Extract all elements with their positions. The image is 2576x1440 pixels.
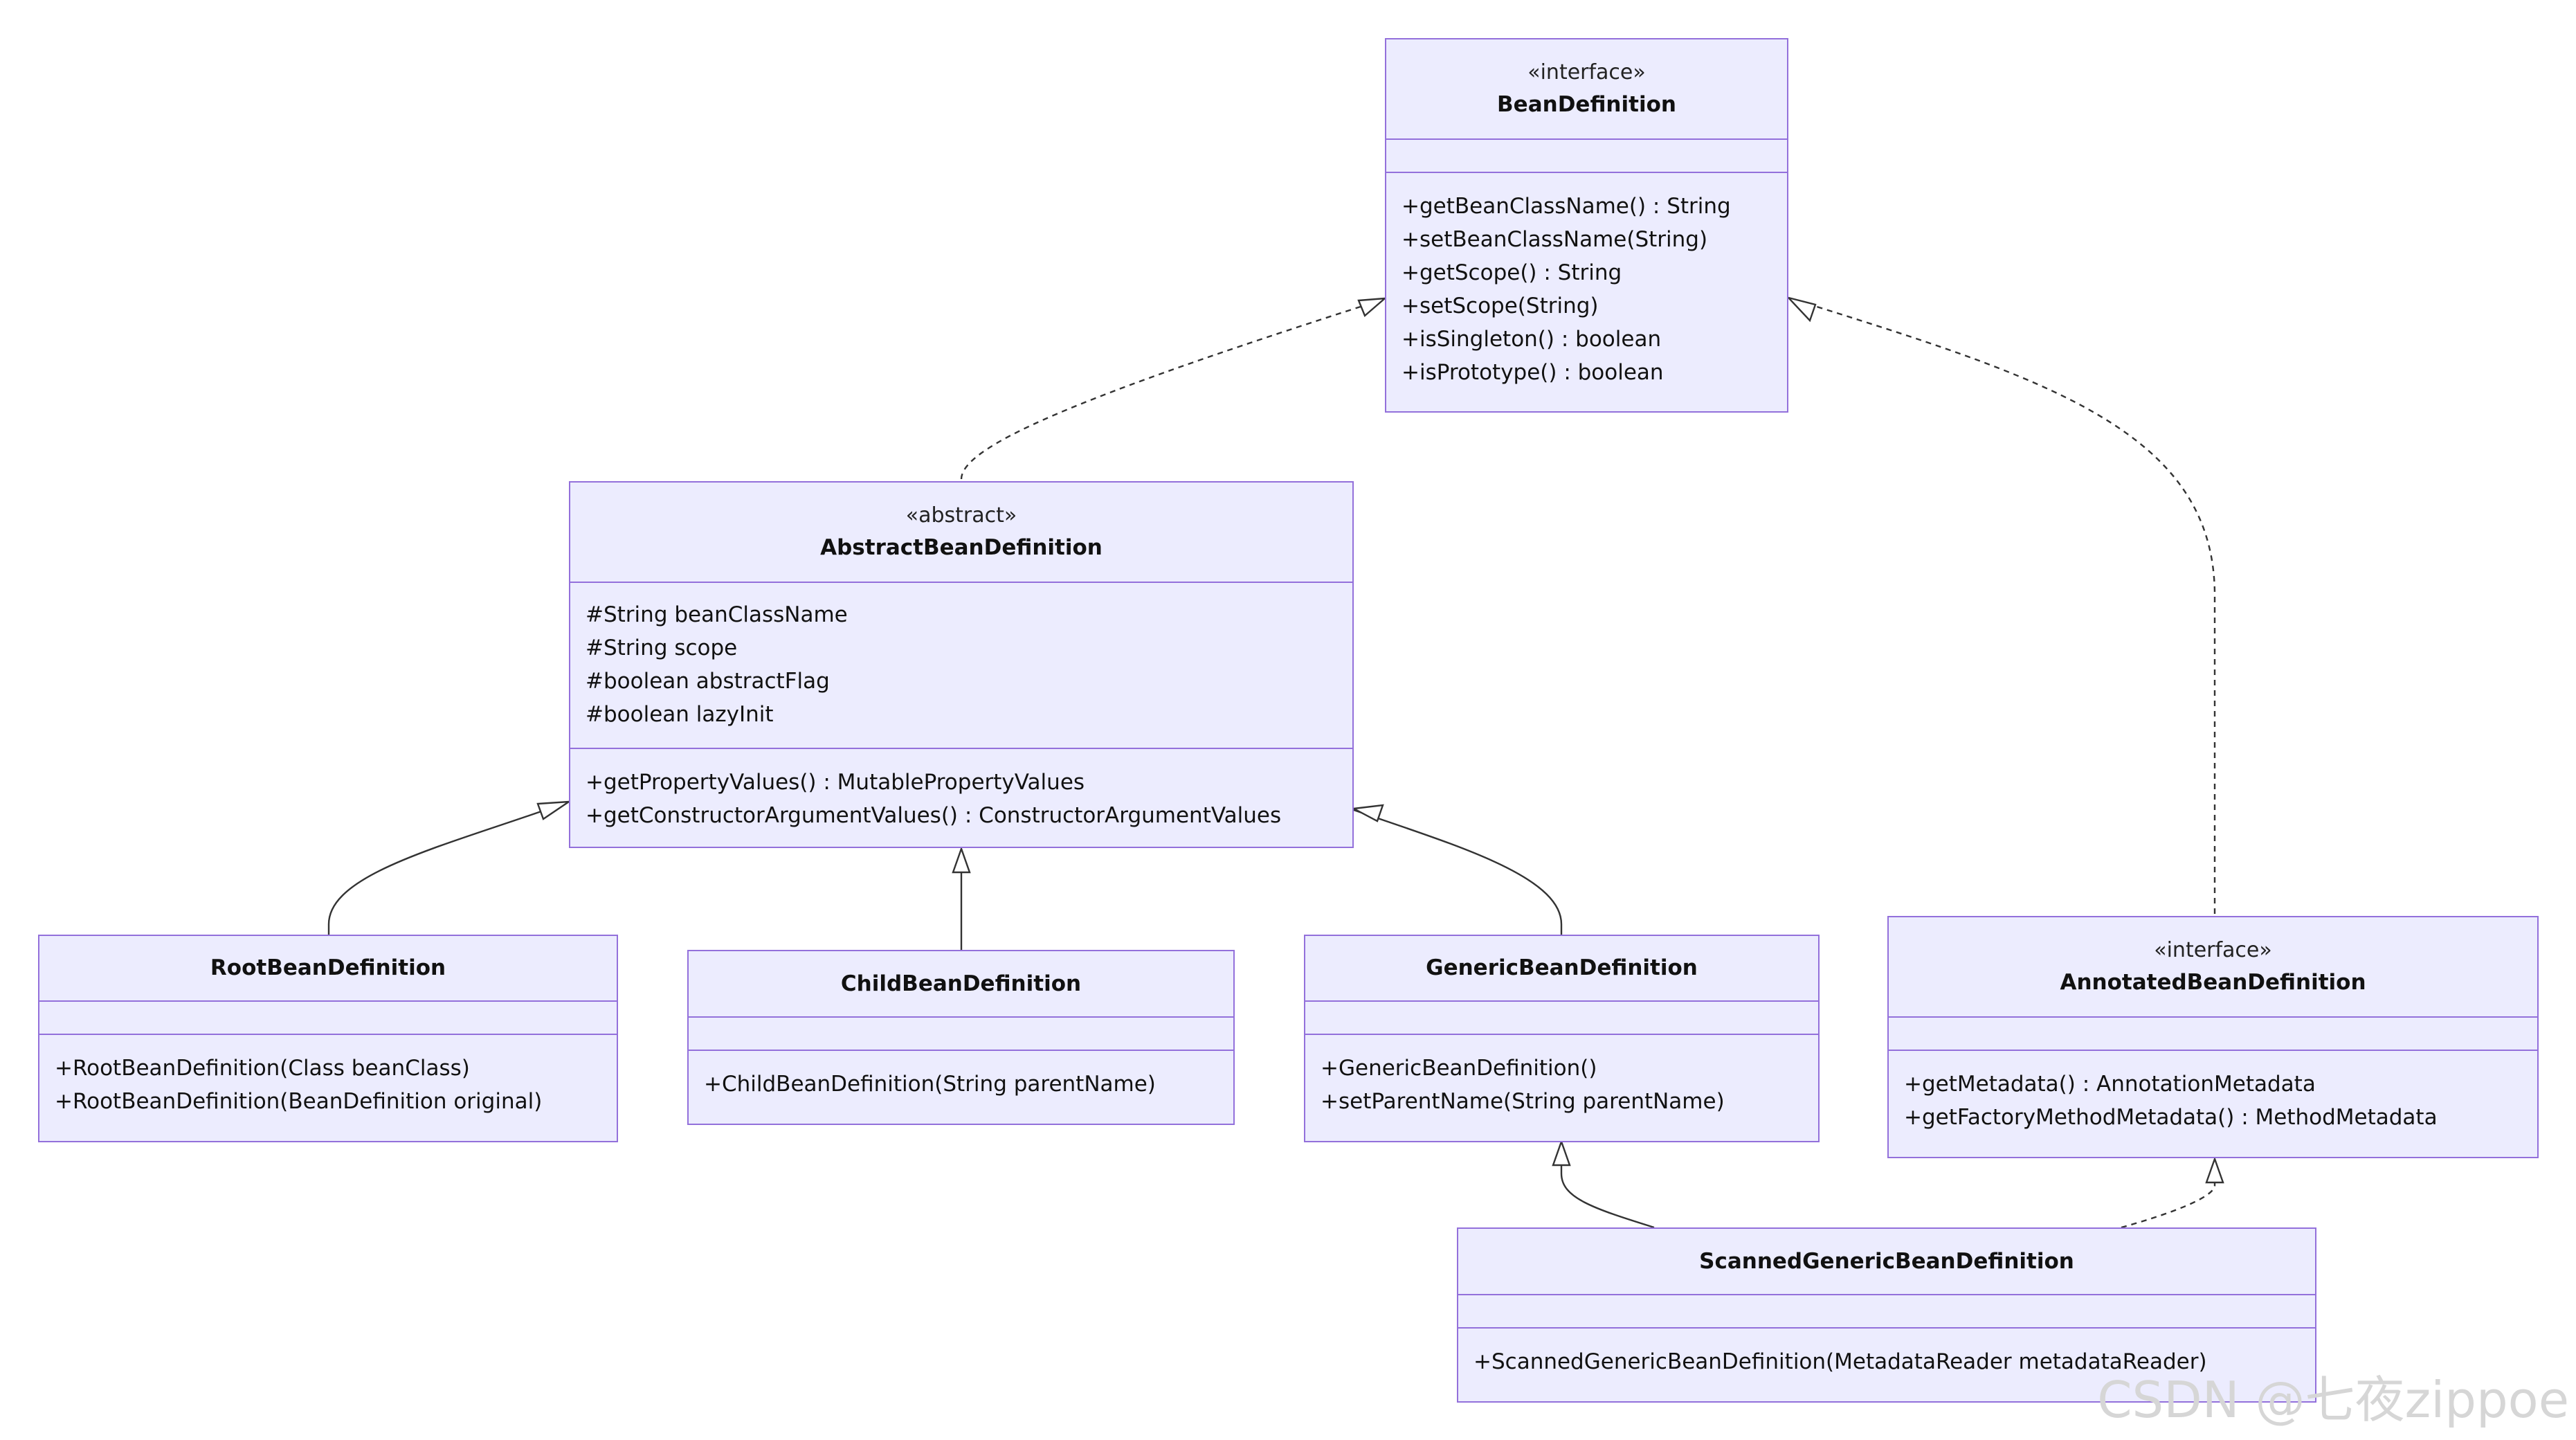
attribute: #boolean lazyInit [586,702,774,727]
arrowhead-beandefinition-right [1786,296,1817,323]
stereotype-label: «interface» [2154,938,2272,962]
attributes-section [689,1018,1233,1051]
attribute: #String scope [586,636,738,660]
arrowhead-annotated-bottom [2205,1156,2224,1184]
attributes-section [1305,1002,1818,1035]
edge-abstract-to-beandefinition [960,298,1385,480]
class-name: AbstractBeanDefinition [820,535,1103,560]
watermark: CSDN @七夜zippoe [2097,1371,2569,1429]
method: +isSingleton() : boolean [1402,327,1662,352]
method: +setBeanClassName(String) [1402,227,1708,252]
class-beandefinition: «interface» BeanDefinition +getBeanClass… [1385,38,1788,413]
class-name: ChildBeanDefinition [840,971,1082,996]
method: +GenericBeanDefinition() [1321,1056,1597,1081]
attributes-section [1386,140,1787,173]
class-childbeandefinition: ChildBeanDefinition +ChildBeanDefinition… [687,950,1235,1125]
method: +getMetadata() : AnnotationMetadata [1904,1072,2316,1097]
class-header: GenericBeanDefinition [1305,936,1818,1002]
attributes-section: #String beanClassName #String scope #boo… [570,583,1352,749]
edge-root-to-abstract [327,800,570,935]
stereotype-label: «interface» [1527,60,1646,84]
arrowhead-abstract-left [536,800,572,820]
method: +getBeanClassName() : String [1402,194,1731,219]
class-annotatedbeandefinition: «interface» AnnotatedBeanDefinition +get… [1887,916,2539,1158]
method: +setParentName(String parentName) [1321,1089,1725,1114]
methods-section: +getPropertyValues() : MutablePropertyVa… [570,749,1352,832]
class-name: BeanDefinition [1497,92,1676,117]
class-name: GenericBeanDefinition [1426,955,1698,980]
class-header: «interface» AnnotatedBeanDefinition [1889,917,2537,1018]
methods-section: +RootBeanDefinition(Class beanClass) +Ro… [39,1035,617,1118]
methods-section: +ChildBeanDefinition(String parentName) [689,1051,1233,1101]
attribute: #boolean abstractFlag [586,669,830,694]
methods-section: +ScannedGenericBeanDefinition(MetadataRe… [1458,1329,2315,1378]
method: +getPropertyValues() : MutablePropertyVa… [586,770,1085,795]
method: +getFactoryMethodMetadata() : MethodMeta… [1904,1105,2438,1130]
method: +getConstructorArgumentValues() : Constr… [586,803,1282,828]
method: +RootBeanDefinition(BeanDefinition origi… [55,1089,543,1114]
method: +setScope(String) [1402,294,1599,318]
class-header: ChildBeanDefinition [689,951,1233,1018]
method: +RootBeanDefinition(Class beanClass) [55,1056,470,1081]
class-abstractbeandefinition: «abstract» AbstractBeanDefinition #Strin… [569,481,1354,848]
methods-section: +getMetadata() : AnnotationMetadata +get… [1889,1051,2537,1134]
arrowhead-abstract-right [1351,804,1384,822]
class-header: «interface» BeanDefinition [1386,39,1787,140]
method: +isPrototype() : boolean [1402,360,1664,385]
arrowhead-beandefinition-left [1357,297,1388,317]
class-scannedgenericbeandefinition: ScannedGenericBeanDefinition +ScannedGen… [1457,1227,2316,1403]
arrowhead-abstract-bottom [952,846,971,874]
class-header: «abstract» AbstractBeanDefinition [570,483,1352,583]
attribute: #String beanClassName [586,602,848,627]
class-name: ScannedGenericBeanDefinition [1699,1248,2074,1274]
class-genericbeandefinition: GenericBeanDefinition +GenericBeanDefini… [1304,935,1820,1142]
methods-section: +GenericBeanDefinition() +setParentName(… [1305,1035,1818,1118]
arrowhead-generic-bottom [1552,1139,1571,1167]
attributes-section [39,1002,617,1035]
method: +getScope() : String [1402,260,1622,285]
class-name: AnnotatedBeanDefinition [2060,970,2366,995]
edge-scanned-to-generic [1560,1163,1655,1229]
methods-section: +getBeanClassName() : String +setBeanCla… [1386,173,1787,389]
class-rootbeandefinition: RootBeanDefinition +RootBeanDefinition(C… [38,935,618,1142]
edge-generic-to-abstract [1353,809,1563,935]
class-name: RootBeanDefinition [210,955,446,980]
class-header: RootBeanDefinition [39,936,617,1002]
stereotype-label: «abstract» [905,503,1017,528]
class-header: ScannedGenericBeanDefinition [1458,1229,2315,1295]
attributes-section [1458,1295,2315,1329]
edge-scanned-to-annotated [2121,1177,2216,1229]
method: +ScannedGenericBeanDefinition(MetadataRe… [1473,1349,2207,1374]
attributes-section [1889,1018,2537,1051]
edge-annotated-to-beandefinition [1792,298,2216,914]
method: +ChildBeanDefinition(String parentName) [704,1072,1156,1097]
